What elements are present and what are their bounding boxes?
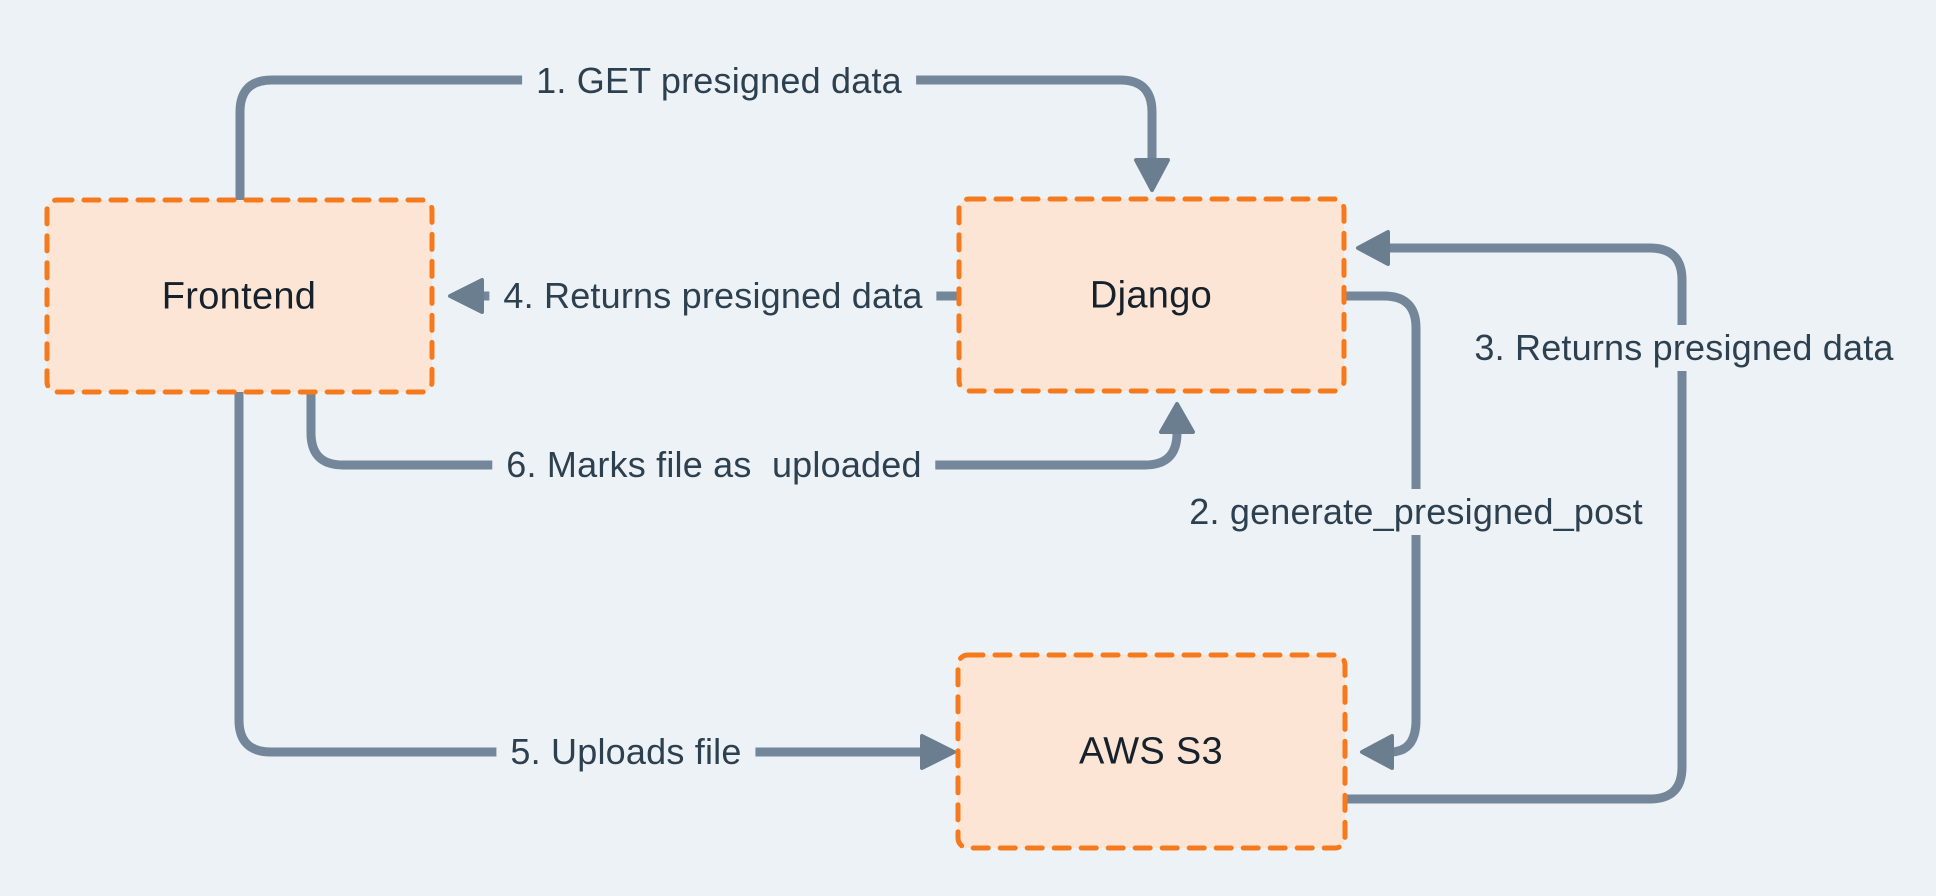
arrow-5-path [234,386,929,757]
arrow-2-path [1339,291,1421,757]
arrow-3-arrowhead [1356,230,1390,266]
arrow-5-label: 5. Uploads file [496,729,756,775]
node-frontend-label: Frontend [161,275,317,318]
arrow-4-arrowhead [448,278,484,314]
arrow-1-arrowhead [1134,158,1170,192]
node-django-box [956,196,1347,394]
arrow-3-label: 3. Returns presigned data [1460,325,1908,371]
arrow-3-path [1342,243,1687,804]
arrow-2-arrowhead [1360,734,1394,770]
node-aws-s3-box [955,652,1348,851]
arrow-5-arrowhead [920,734,956,770]
arrow-6-label: 6. Marks file as uploaded [492,442,936,488]
node-frontend-box [44,197,435,395]
node-aws-s3-label: AWS S3 [1079,730,1223,773]
arrow-2-label: 2. generate_presigned_post [1175,489,1657,535]
arrow-6-arrowhead [1159,402,1195,434]
arrow-4-label: 4. Returns presigned data [489,273,937,319]
arrow-1-label: 1. GET presigned data [522,58,916,104]
node-django-label: Django [1089,274,1213,317]
